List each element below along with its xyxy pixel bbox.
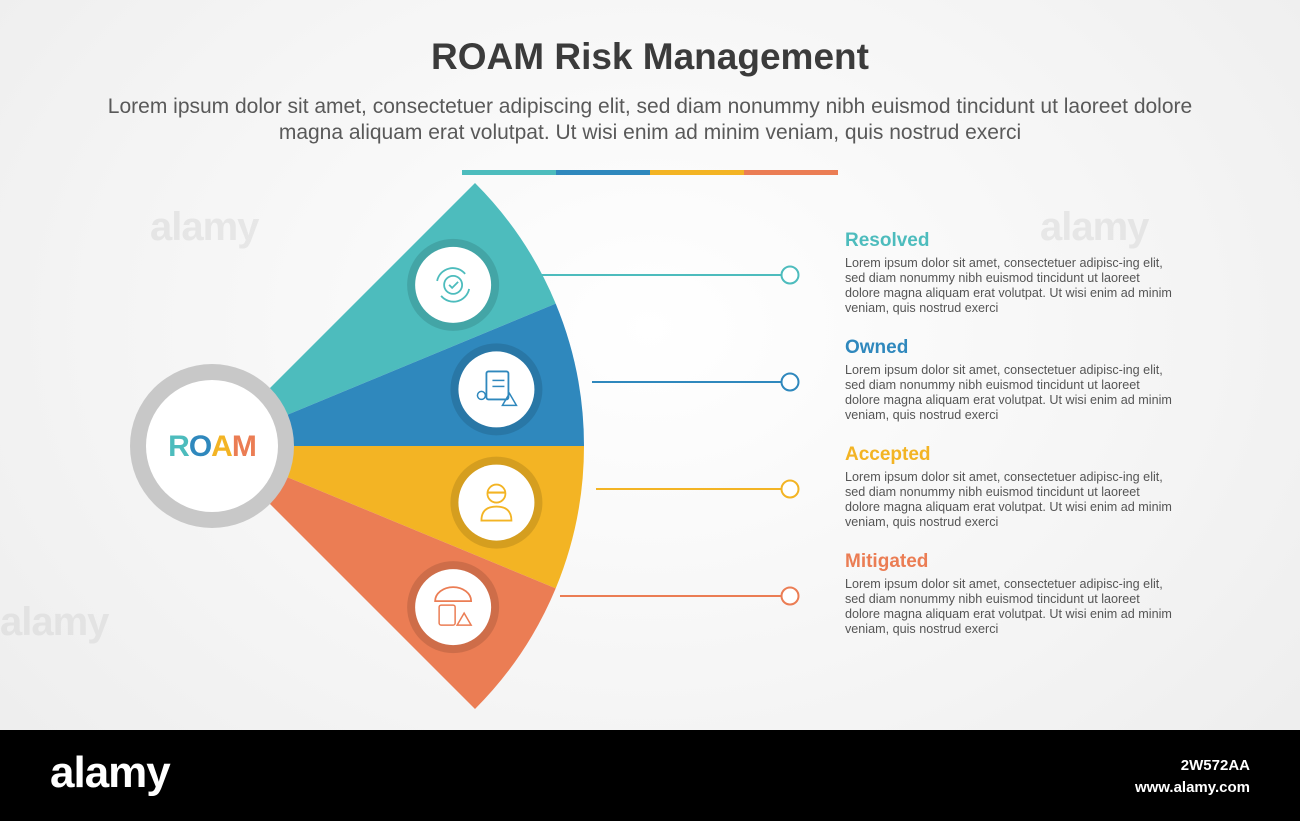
item-title-accepted: Accepted xyxy=(845,444,931,465)
footer-image-id: 2W572AA xyxy=(1180,757,1250,774)
owned-clipboard-person-icon xyxy=(450,343,543,436)
color-divider xyxy=(462,170,838,175)
divider-segment-1 xyxy=(462,170,556,175)
watermark-logo: alamy xyxy=(1040,205,1149,249)
fan-sector-resolved xyxy=(212,183,556,446)
item-title-resolved: Resolved xyxy=(845,230,930,251)
roam-fan-diagram: ROAM xyxy=(130,183,800,709)
item-mitigated: Mitigated Lorem ipsum dolor sit amet, co… xyxy=(845,551,1175,637)
icon-circles xyxy=(407,238,543,654)
item-title-mitigated: Mitigated xyxy=(845,551,929,572)
connector-lines xyxy=(532,265,800,606)
footer-bar: alamy 2W572AA www.alamy.com xyxy=(0,730,1300,821)
center-circle: ROAM xyxy=(130,364,294,528)
connector-dot-resolved xyxy=(780,265,800,285)
footer-brand-logo: alamy xyxy=(50,748,171,797)
page-subtitle: Lorem ipsum dolor sit amet, consectetuer… xyxy=(107,95,1193,144)
resolved-cycle-check-icon xyxy=(407,238,500,331)
divider-segment-2 xyxy=(556,170,650,175)
item-desc-resolved: Lorem ipsum dolor sit amet, consectetuer… xyxy=(845,256,1172,315)
item-desc-accepted: Lorem ipsum dolor sit amet, consectetuer… xyxy=(845,470,1172,529)
roam-letter-a: A xyxy=(211,430,232,463)
connector-dot-owned xyxy=(780,372,800,392)
roam-letter-o: O xyxy=(189,430,212,463)
item-desc-mitigated: Lorem ipsum dolor sit amet, consectetuer… xyxy=(845,577,1172,636)
watermark-logo: alamy xyxy=(0,600,109,644)
item-title-owned: Owned xyxy=(845,337,909,358)
fan-sector-mitigated xyxy=(212,446,556,709)
connector-dot-mitigated xyxy=(780,586,800,606)
roam-letter-r: R xyxy=(168,430,190,463)
item-desc-owned: Lorem ipsum dolor sit amet, consectetuer… xyxy=(845,363,1172,422)
item-owned: Owned Lorem ipsum dolor sit amet, consec… xyxy=(845,337,1175,423)
item-accepted: Accepted Lorem ipsum dolor sit amet, con… xyxy=(845,444,1175,530)
watermark-logo: alamy xyxy=(150,205,259,249)
divider-segment-3 xyxy=(650,170,744,175)
page-title: ROAM Risk Management xyxy=(431,36,869,77)
center-label-roam: ROAM xyxy=(168,430,256,463)
item-resolved: Resolved Lorem ipsum dolor sit amet, con… xyxy=(845,230,1175,316)
connector-dot-accepted xyxy=(780,479,800,499)
roam-letter-m: M xyxy=(232,430,256,463)
divider-segment-4 xyxy=(744,170,838,175)
footer-site: www.alamy.com xyxy=(1134,779,1250,796)
accepted-masked-person-icon xyxy=(450,456,543,549)
footer-image-info: 2W572AA www.alamy.com xyxy=(1135,755,1250,799)
mitigated-umbrella-clipboard-icon xyxy=(407,561,500,654)
